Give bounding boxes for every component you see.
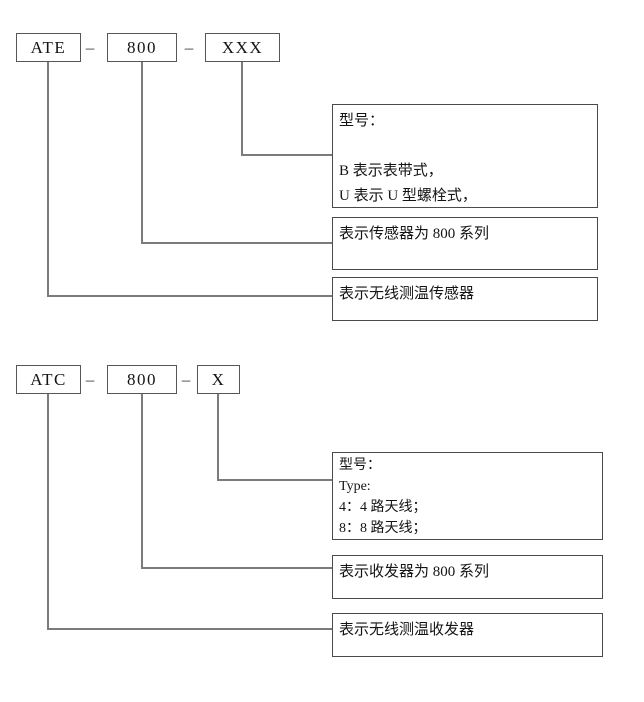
code-box-x: X	[197, 365, 240, 394]
connector-hline-800-sensor	[141, 242, 332, 244]
code-label-atc: ATC	[30, 369, 67, 389]
note-line: 表示无线测温传感器	[339, 286, 475, 302]
connector-hline-atc	[47, 628, 332, 630]
note-line: 表示收发器为 800 系列	[339, 564, 490, 580]
note-line: 4：4 路天线；	[339, 500, 427, 515]
note-box-xxx-type: 型号： B 表示表带式， U 表示 U 型螺栓式，	[332, 104, 598, 208]
note-line: B 表示表带式，	[339, 163, 443, 179]
connector-hline-ate	[47, 295, 332, 297]
separator-dash: –	[184, 37, 194, 57]
connector-hline-x	[217, 479, 332, 481]
note-box-x-type: 型号： Type: 4：4 路天线； 8：8 路天线；	[332, 452, 603, 540]
connector-hline-800-transceiver	[141, 567, 332, 569]
code-box-ate: ATE	[16, 33, 81, 62]
note-line: Type:	[339, 479, 371, 494]
separator-dash: –	[85, 369, 95, 389]
code-box-800-transceiver: 800	[107, 365, 177, 394]
note-line: 表示传感器为 800 系列	[339, 226, 490, 242]
code-label-800-sensor: 800	[127, 37, 157, 57]
connector-vline-xxx	[241, 62, 243, 155]
connector-vline-ate	[47, 62, 49, 296]
note-box-800-series-transceiver: 表示收发器为 800 系列	[332, 555, 603, 599]
code-label-ate: ATE	[30, 37, 67, 57]
note-line: 8：8 路天线；	[339, 521, 427, 536]
connector-vline-x	[217, 394, 219, 480]
note-line: 表示无线测温收发器	[339, 622, 475, 638]
note-box-atc-meaning: 表示无线测温收发器	[332, 613, 603, 657]
code-box-atc: ATC	[16, 365, 81, 394]
note-line	[339, 134, 597, 159]
connector-vline-800-transceiver	[141, 394, 143, 568]
connector-vline-800-sensor	[141, 62, 143, 243]
note-line: 型号：	[339, 113, 385, 129]
note-box-ate-meaning: 表示无线测温传感器	[332, 277, 598, 321]
code-box-xxx: XXX	[205, 33, 280, 62]
code-label-x: X	[211, 369, 226, 389]
connector-vline-atc	[47, 394, 49, 629]
code-label-800-transceiver: 800	[127, 369, 157, 389]
code-label-xxx: XXX	[221, 37, 264, 57]
note-line: U 表示 U 型螺栓式，	[339, 188, 477, 204]
note-box-800-series-sensor: 表示传感器为 800 系列	[332, 217, 598, 270]
note-line: 型号：	[339, 458, 381, 473]
separator-dash: –	[181, 369, 191, 389]
connector-hline-xxx	[241, 154, 332, 156]
separator-dash: –	[85, 37, 95, 57]
code-box-800-sensor: 800	[107, 33, 177, 62]
